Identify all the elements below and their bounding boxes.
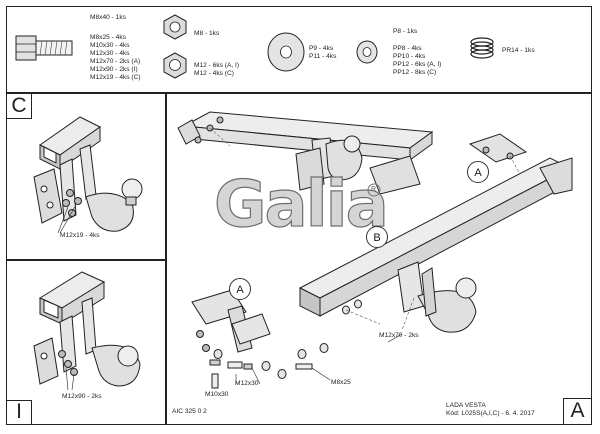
bolt-spec-3: M12x30 - 4ks bbox=[90, 50, 130, 57]
washer-large-label-0: P9 - 4ks bbox=[309, 45, 334, 52]
washer-small-label-0: P8 - 1ks bbox=[393, 28, 418, 35]
bolt-spec-2: M10x30 - 4ks bbox=[90, 42, 130, 49]
nut-m8-icon bbox=[163, 14, 187, 40]
corner-label: A bbox=[570, 399, 585, 422]
panel-c-i-divider bbox=[6, 259, 166, 261]
header-divider bbox=[6, 92, 592, 94]
galia-logo: Galia bbox=[213, 167, 389, 242]
panel-i-label-box bbox=[6, 400, 32, 425]
m12x70-label: M12x70 - 2ks bbox=[379, 332, 419, 339]
panel-c-label: C bbox=[11, 94, 27, 117]
panel-i-label: I bbox=[16, 400, 22, 423]
registered-mark-icon bbox=[367, 183, 381, 197]
washer-small-label-2: PP10 - 4ks bbox=[393, 53, 426, 60]
nut-m12-icon bbox=[163, 52, 187, 79]
nut-m12-label-1: M12 - 4ks (C) bbox=[194, 70, 234, 77]
panel-i-callout: M12x90 - 2ks bbox=[62, 393, 102, 400]
model-name: LADA VESTA bbox=[446, 402, 486, 409]
panel-c-callout: M12x19 - 4ks bbox=[60, 232, 100, 239]
washer-small-label-4: PP12 - 8ks (C) bbox=[393, 69, 437, 76]
registered-mark: R bbox=[371, 186, 377, 193]
bolt-spec-5: M12x90 - 2ks (I) bbox=[90, 66, 138, 73]
washer-small-icon bbox=[356, 40, 378, 64]
washer-small-label-1: PP8 - 4ks bbox=[393, 45, 422, 52]
bolt-spec-1: M8x25 - 4ks bbox=[90, 34, 126, 41]
bolt-icon bbox=[15, 35, 73, 61]
m10x30-label: M10x30 bbox=[205, 391, 229, 398]
document-code: Kód: L025S(A,I,C) - 6. 4. 2017 bbox=[446, 410, 535, 417]
sheet-frame bbox=[6, 6, 592, 425]
bolt-spec-0: M8x40 - 1ks bbox=[90, 14, 126, 21]
nut-m8-label: M8 - 1ks bbox=[194, 30, 220, 37]
callout-a-left: A bbox=[229, 278, 251, 300]
main-assembly bbox=[177, 111, 573, 389]
m12x30-label: M12x30 bbox=[235, 380, 259, 387]
bolt-spec-4: M12x70 - 2ks (A) bbox=[90, 58, 141, 65]
washer-large-icon bbox=[267, 32, 305, 72]
spring-label: PR14 - 1ks bbox=[502, 47, 535, 54]
washer-large-label-1: P11 - 4ks bbox=[309, 53, 337, 60]
drawing-code: AIC 325 0 2 bbox=[172, 408, 207, 415]
panel-c-assembly bbox=[33, 116, 143, 234]
panel-c-label-box bbox=[6, 93, 32, 119]
washer-small-label-3: PP12 - 6ks (A, I) bbox=[393, 61, 442, 68]
corner-label-box bbox=[563, 398, 592, 425]
panel-i-assembly bbox=[33, 271, 141, 391]
callout-b: B bbox=[366, 226, 388, 248]
nut-m12-label-0: M12 - 6ks (A, I) bbox=[194, 62, 240, 69]
side-panel-divider bbox=[165, 92, 167, 425]
spring-washer-icon bbox=[470, 37, 494, 59]
m8x25-label: M8x25 bbox=[331, 379, 351, 386]
callout-a-top: A bbox=[467, 161, 489, 183]
bolt-spec-6: M12x19 - 4ks (C) bbox=[90, 74, 141, 81]
